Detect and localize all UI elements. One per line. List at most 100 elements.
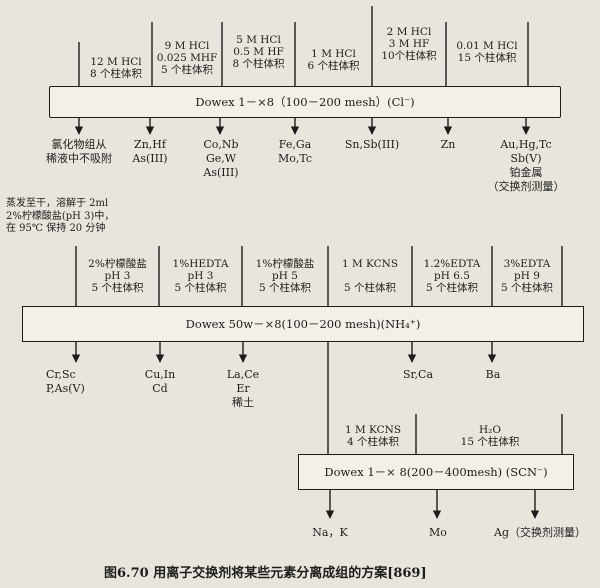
eluent-line: 0.5 M HF — [233, 46, 284, 58]
stage2-fraction: Ba — [476, 368, 510, 382]
note-line: 在 95℃ 保持 20 分钟 — [6, 223, 106, 234]
eluent-line: H₂O — [479, 424, 501, 436]
stage1-fraction: Fe,Ga Mo,Tc — [264, 138, 326, 166]
stage3-fraction: Na，K — [300, 526, 360, 540]
fraction-line: Cr,Sc — [46, 368, 76, 381]
eluent-line: 8 个柱体积 — [89, 68, 143, 80]
stage2-eluent: 3%EDTA pH 9 5 个柱体积 — [492, 258, 562, 294]
stage1-fraction: Au,Hg,Tc Sb(V) 铂金属 （交换剂测量） — [484, 138, 568, 194]
eluent-line: 5 个柱体积 — [343, 282, 397, 294]
stage2-eluent: 1%HEDTA pH 3 5 个柱体积 — [159, 258, 242, 294]
stage1-column: Dowex 1－×8（100－200 mesh）(Cl⁻) — [49, 86, 561, 118]
intermediate-treatment-note: 蒸发至干，溶解于 2ml 2%柠檬酸盐(pH 3)中， 在 95℃ 保持 20 … — [6, 198, 114, 236]
stage1-fraction: Co,Nb Ge,W As(III) — [190, 138, 252, 180]
stage1-eluent: 9 M HCl 0.025 MHF 5 个柱体积 — [152, 40, 222, 76]
fraction-line: 氯化物组从 — [51, 138, 107, 151]
stage1-fraction: 氯化物组从 稀液中不吸附 — [34, 138, 124, 166]
stage3-column-label: Dowex 1－× 8(200－400mesh) (SCN⁻) — [324, 465, 548, 479]
fraction-line: 稀液中不吸附 — [46, 152, 112, 165]
fraction-line: Sr,Ca — [402, 368, 434, 381]
eluent-line: 9 M HCl — [164, 40, 210, 52]
fraction-line: Er — [236, 382, 250, 395]
stage1-fraction: Sn,Sb(III) — [332, 138, 412, 152]
stage1-eluent: 12 M HCl 8 个柱体积 — [80, 56, 152, 80]
fraction-line: 稀土 — [232, 396, 254, 409]
fraction-line: La,Ce — [226, 368, 260, 381]
fraction-line: Fe,Ga — [278, 138, 312, 151]
eluent-line: pH 5 — [272, 270, 298, 282]
eluent-line: 5 M HCl — [236, 34, 281, 46]
eluent-line: 5 个柱体积 — [425, 282, 479, 294]
fraction-line: As(III) — [132, 152, 168, 165]
fraction-line: Ge,W — [205, 152, 237, 165]
stage1-eluent: 2 M HCl 3 M HF 10个柱体积 — [372, 26, 446, 62]
fraction-line: P,As(V) — [46, 382, 85, 395]
fraction-line: Mo,Tc — [277, 152, 313, 165]
fraction-line: As(III) — [203, 166, 239, 179]
figure-caption: 图6.70 用离子交换剂将某些元素分离成组的方案[869] — [104, 566, 427, 581]
stage2-eluent: 1%柠檬酸盐 pH 5 5 个柱体积 — [242, 258, 328, 294]
fraction-line: （交换剂测量） — [487, 180, 565, 193]
stage3-eluent: 1 M KCNS 4 个柱体积 — [330, 424, 416, 448]
fraction-line: Au,Hg,Tc — [500, 138, 552, 151]
eluent-line: pH 3 — [187, 270, 214, 282]
eluent-line: 3%EDTA — [503, 258, 551, 270]
stage3-eluent: H₂O 15 个柱体积 — [440, 424, 540, 448]
fraction-line: Sn,Sb(III) — [344, 138, 400, 151]
stage2-fraction: Cu,In Cd — [134, 368, 186, 396]
fraction-line: Zn — [440, 138, 456, 151]
eluent-line — [328, 270, 412, 282]
eluent-line: 1%柠檬酸盐 — [255, 258, 315, 270]
fraction-line: Cd — [152, 382, 168, 395]
eluent-line: 15 个柱体积 — [457, 52, 517, 64]
eluent-line: 1 M KCNS — [341, 258, 399, 270]
fraction-line: Sb(V) — [510, 152, 542, 165]
stage1-eluent: 5 M HCl 0.5 M HF 8 个柱体积 — [222, 34, 295, 70]
fraction-line: Zn,Hf — [134, 138, 166, 151]
note-line: 蒸发至干，溶解于 2ml — [6, 198, 109, 209]
stage2-column-label: Dowex 50w－×8(100－200 mesh)(NH₄⁺) — [185, 317, 421, 331]
stage2-eluent: 2%柠檬酸盐 pH 3 5 个柱体积 — [76, 258, 159, 294]
eluent-line: 2 M HCl — [386, 26, 432, 38]
eluent-line: 1.2%EDTA — [423, 258, 481, 270]
eluent-line: 8 个柱体积 — [232, 58, 285, 70]
eluent-line: 0.025 MHF — [156, 52, 218, 64]
fraction-line: Mo — [429, 526, 447, 539]
eluent-line: 6 个柱体积 — [307, 60, 360, 72]
stage1-fraction: Zn — [428, 138, 468, 152]
eluent-line: 3 M HF — [388, 38, 430, 50]
eluent-line: 1%HEDTA — [172, 258, 229, 270]
stage2-fraction: Cr,Sc P,As(V) — [46, 368, 112, 396]
eluent-line: 5 个柱体积 — [91, 282, 144, 294]
fraction-line: Ag（交换剂测量） — [494, 526, 586, 539]
stage3-fraction: Ag（交换剂测量） — [490, 526, 590, 540]
eluent-line: 12 M HCl — [90, 56, 142, 68]
fraction-line: 铂金属 — [509, 166, 543, 179]
eluent-line: pH 9 — [514, 270, 540, 282]
eluent-line: 5 个柱体积 — [258, 282, 312, 294]
stage2-fraction: Sr,Ca — [390, 368, 446, 382]
eluent-line: 1 M HCl — [311, 48, 356, 60]
stage2-eluent: 1 M KCNS 5 个柱体积 — [328, 258, 412, 294]
eluent-line: pH 6.5 — [434, 270, 470, 282]
stage1-column-label: Dowex 1－×8（100－200 mesh）(Cl⁻) — [195, 95, 415, 109]
eluent-line: 15 个柱体积 — [460, 436, 520, 448]
stage2-fraction: La,Ce Er 稀土 — [216, 368, 270, 410]
eluent-line: 10个柱体积 — [381, 50, 437, 62]
eluent-line: 1 M KCNS — [344, 424, 402, 436]
fraction-line: Ba — [485, 368, 501, 381]
eluent-line: pH 3 — [104, 270, 131, 282]
note-line: 2%柠檬酸盐(pH 3)中， — [6, 210, 115, 222]
eluent-line: 0.01 M HCl — [456, 40, 518, 52]
stage3-column: Dowex 1－× 8(200－400mesh) (SCN⁻) — [298, 454, 574, 490]
fraction-line: Na，K — [312, 526, 348, 539]
eluent-line: 5 个柱体积 — [174, 282, 227, 294]
stage1-eluent: 1 M HCl 6 个柱体积 — [295, 48, 372, 72]
eluent-line: 2%柠檬酸盐 — [88, 258, 147, 270]
fraction-line: Cu,In — [144, 368, 176, 381]
stage1-eluent: 0.01 M HCl 15 个柱体积 — [446, 40, 528, 64]
eluent-line: 4 个柱体积 — [346, 436, 400, 448]
stage3-fraction: Mo — [418, 526, 458, 540]
eluent-line: 5 个柱体积 — [500, 282, 554, 294]
